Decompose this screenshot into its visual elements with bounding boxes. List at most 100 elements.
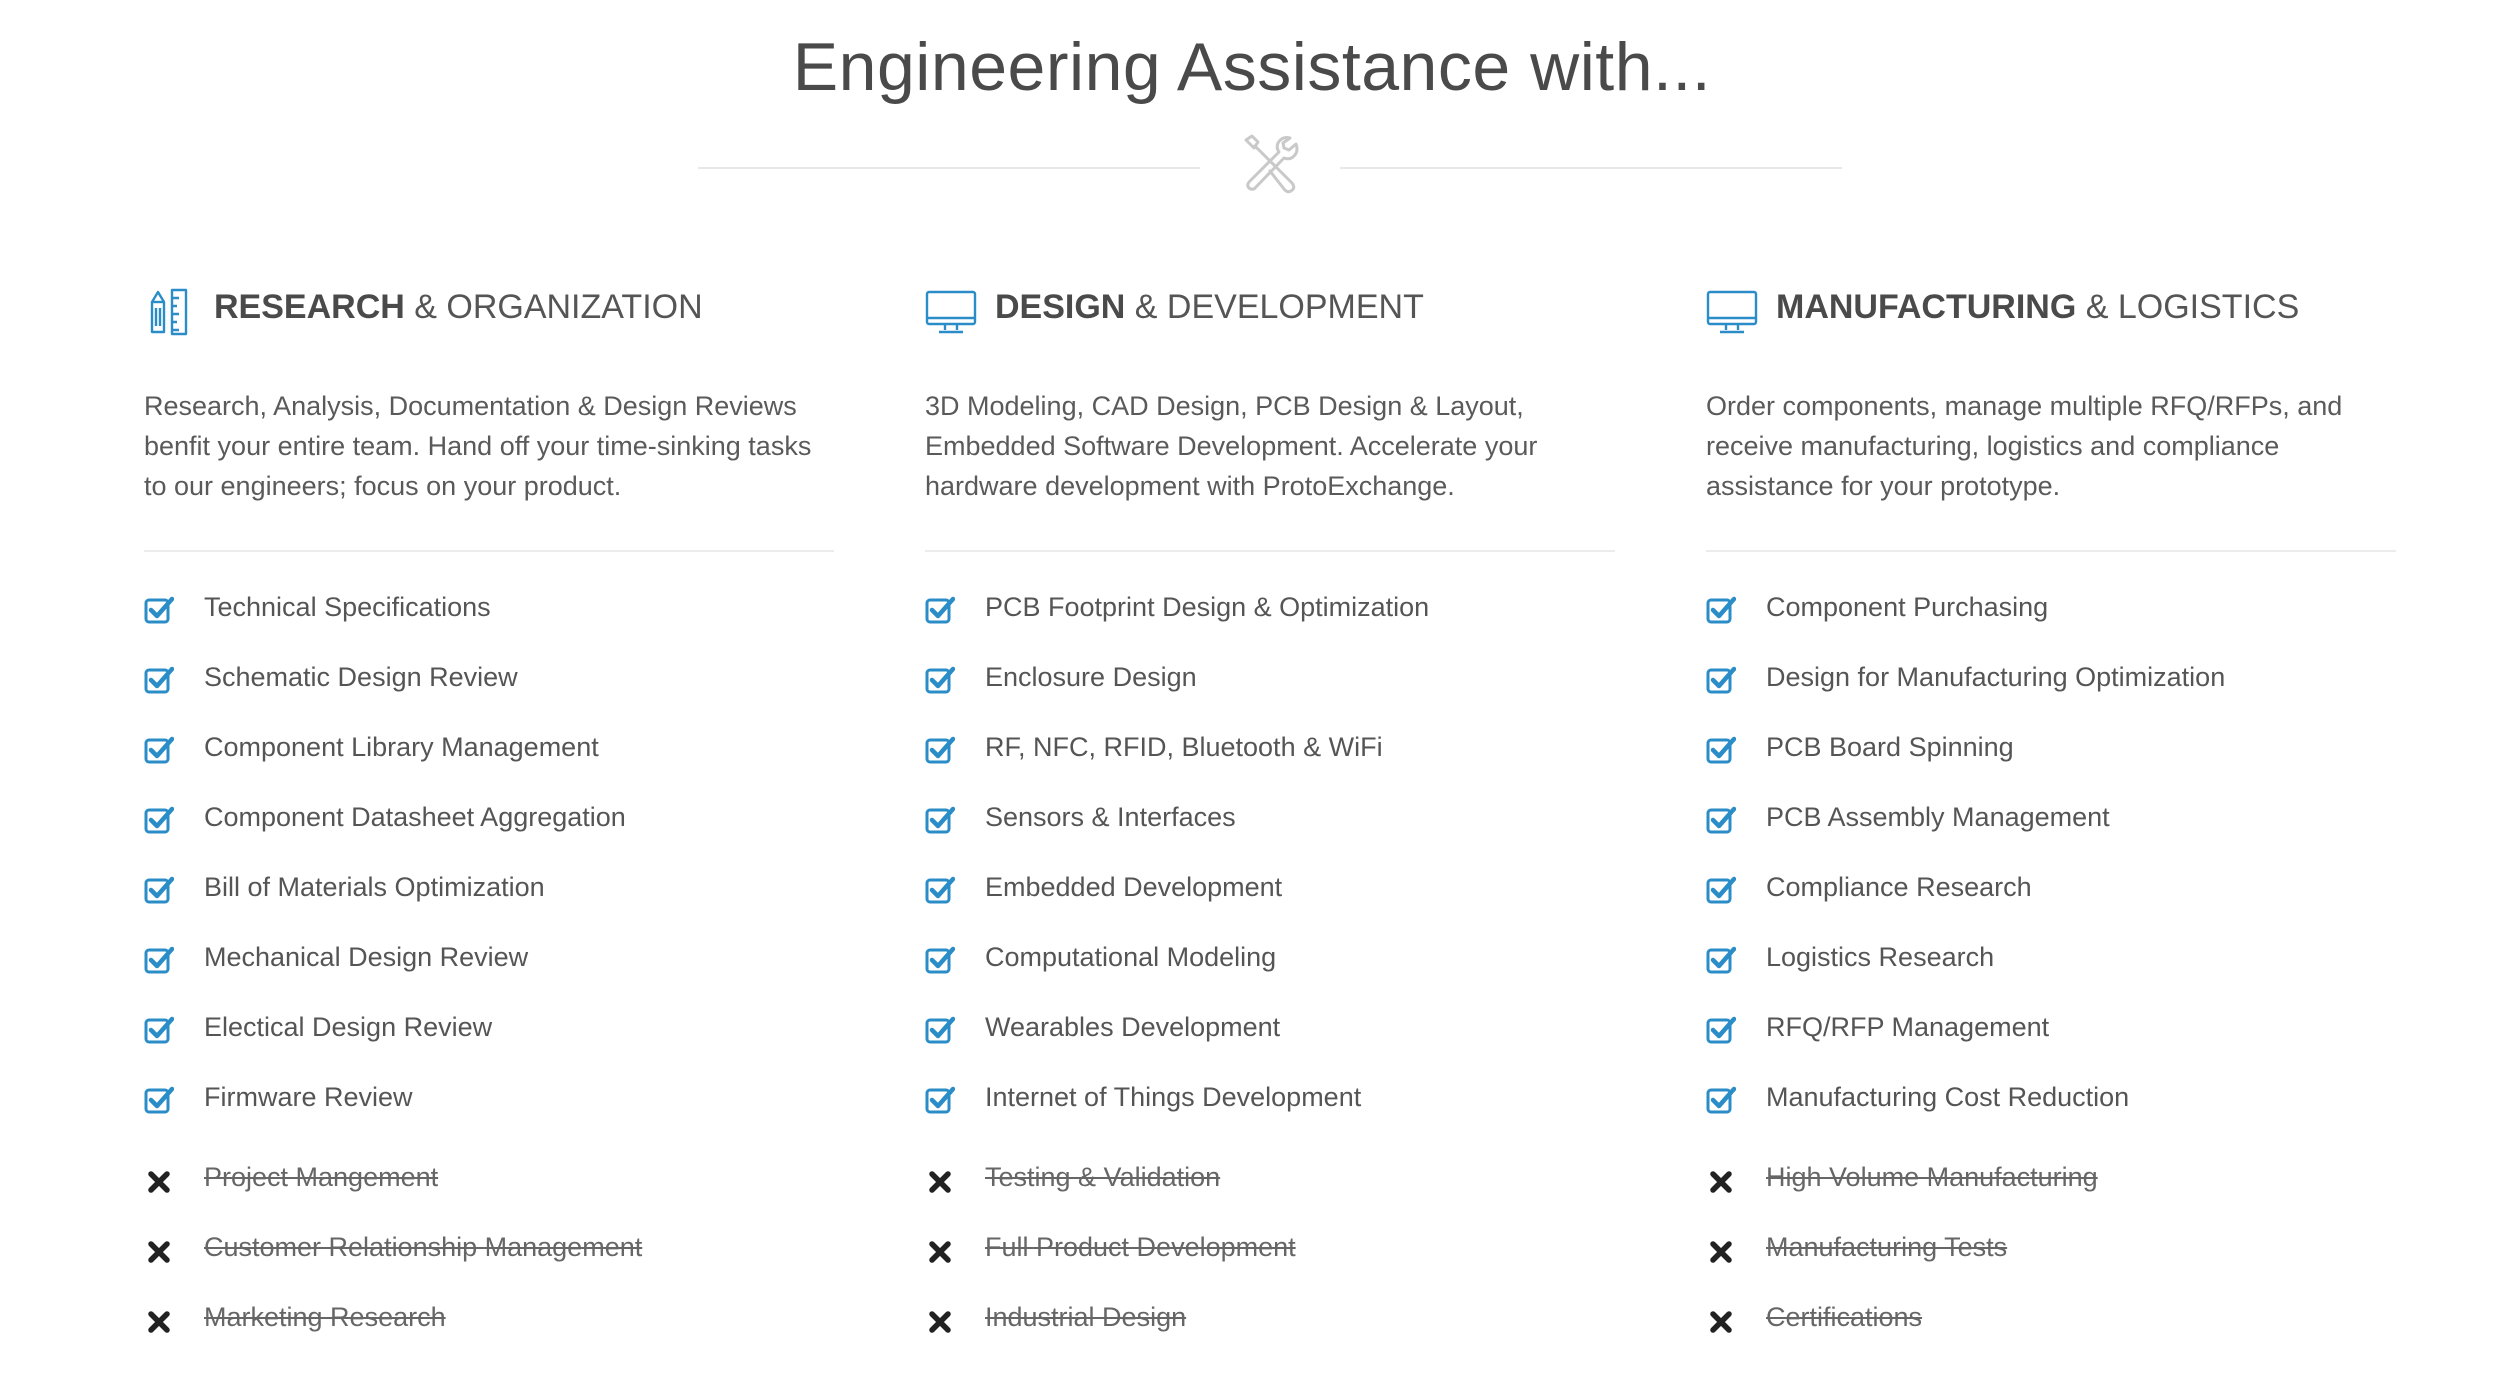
item-label: Technical Specifications xyxy=(204,592,491,622)
checkbox-checked-icon xyxy=(144,806,174,834)
item-label: PCB Assembly Management xyxy=(1766,802,2110,832)
checkbox-checked-icon xyxy=(925,876,955,904)
checkbox-checked-icon xyxy=(1706,876,1736,904)
included-item: PCB Board Spinning xyxy=(1706,724,2396,794)
column-design: DESIGN & DEVELOPMENT 3D Modeling, CAD De… xyxy=(925,282,1615,1364)
item-label: PCB Board Spinning xyxy=(1766,732,2014,762)
divider-line-right xyxy=(1340,167,1842,169)
item-label: Mechanical Design Review xyxy=(204,942,529,972)
excluded-item: Full Product Development xyxy=(925,1224,1615,1294)
item-label: Wearables Development xyxy=(985,1012,1281,1042)
item-label: PCB Footprint Design & Optimization xyxy=(985,592,1430,622)
column-header: MANUFACTURING & LOGISTICS xyxy=(1706,282,2396,342)
column-heading: DESIGN & DEVELOPMENT xyxy=(995,288,1424,326)
item-label: Component Library Management xyxy=(204,732,599,762)
included-item: Wearables Development xyxy=(925,1004,1615,1074)
checkbox-checked-icon xyxy=(1706,1016,1736,1044)
included-item: Mechanical Design Review xyxy=(144,934,834,1004)
item-label: Testing & Validation xyxy=(985,1162,1221,1192)
ruler-pencil-icon xyxy=(150,288,188,336)
item-label: RFQ/RFP Management xyxy=(1766,1012,2050,1042)
item-label: Internet of Things Development xyxy=(985,1082,1362,1112)
excluded-item: High Volume Manufacturing xyxy=(1706,1154,2396,1224)
included-item: Technical Specifications xyxy=(144,584,834,654)
included-item: Internet of Things Development xyxy=(925,1074,1615,1144)
checkbox-checked-icon xyxy=(1706,736,1736,764)
included-item: Component Purchasing xyxy=(1706,584,2396,654)
checkbox-checked-icon xyxy=(925,736,955,764)
included-item: Design for Manufacturing Optimization xyxy=(1706,654,2396,724)
included-item: Enclosure Design xyxy=(925,654,1615,724)
checkbox-checked-icon xyxy=(144,876,174,904)
item-label: Compliance Research xyxy=(1766,872,2032,902)
x-mark-icon xyxy=(929,1311,951,1333)
included-item: Electical Design Review xyxy=(144,1004,834,1074)
x-mark-icon xyxy=(1710,1311,1732,1333)
x-mark-icon xyxy=(148,1171,170,1193)
item-label: Computational Modeling xyxy=(985,942,1277,972)
excluded-item: Project Mangement xyxy=(144,1154,834,1224)
included-item: PCB Footprint Design & Optimization xyxy=(925,584,1615,654)
checkbox-checked-icon xyxy=(144,596,174,624)
item-label: Project Mangement xyxy=(204,1162,439,1192)
item-label: RF, NFC, RFID, Bluetooth & WiFi xyxy=(985,732,1383,762)
excluded-item: Customer Relationship Management xyxy=(144,1224,834,1294)
column-research: RESEARCH & ORGANIZATION Research, Analys… xyxy=(144,282,834,1364)
x-mark-icon xyxy=(148,1241,170,1263)
included-item: Component Datasheet Aggregation xyxy=(144,794,834,864)
x-mark-icon xyxy=(1710,1171,1732,1193)
item-label: Electical Design Review xyxy=(204,1012,493,1042)
checkbox-checked-icon xyxy=(1706,806,1736,834)
checkbox-checked-icon xyxy=(144,1016,174,1044)
checkbox-checked-icon xyxy=(1706,596,1736,624)
column-description: Research, Analysis, Documentation & Desi… xyxy=(144,391,812,501)
monitor-icon xyxy=(925,290,977,334)
checkbox-checked-icon xyxy=(1706,946,1736,974)
page-title: Engineering Assistance with... xyxy=(792,29,1712,105)
monitor-icon xyxy=(1706,290,1758,334)
item-label: Logistics Research xyxy=(1766,942,1995,972)
included-item: Bill of Materials Optimization xyxy=(144,864,834,934)
item-label: Certifications xyxy=(1766,1302,1923,1332)
checkbox-checked-icon xyxy=(1706,1086,1736,1114)
excluded-item: Testing & Validation xyxy=(925,1154,1615,1224)
checkbox-checked-icon xyxy=(144,946,174,974)
excluded-item: Marketing Research xyxy=(144,1294,834,1364)
included-item: Schematic Design Review xyxy=(144,654,834,724)
item-label: Bill of Materials Optimization xyxy=(204,872,545,902)
included-item: Component Library Management xyxy=(144,724,834,794)
column-description: 3D Modeling, CAD Design, PCB Design & La… xyxy=(925,391,1538,501)
checkbox-checked-icon xyxy=(144,736,174,764)
included-item: Manufacturing Cost Reduction xyxy=(1706,1074,2396,1144)
item-label: Full Product Development xyxy=(985,1232,1296,1262)
included-item: Firmware Review xyxy=(144,1074,834,1144)
checkbox-checked-icon xyxy=(925,596,955,624)
column-header: RESEARCH & ORGANIZATION xyxy=(144,282,834,342)
item-label: Schematic Design Review xyxy=(204,662,518,692)
included-item: Computational Modeling xyxy=(925,934,1615,1004)
item-label: Industrial Design xyxy=(985,1302,1187,1332)
column-heading: MANUFACTURING & LOGISTICS xyxy=(1776,288,2300,326)
column-header: DESIGN & DEVELOPMENT xyxy=(925,282,1615,342)
checkbox-checked-icon xyxy=(144,1086,174,1114)
tools-icon xyxy=(1244,134,1299,194)
checkbox-checked-icon xyxy=(925,946,955,974)
x-mark-icon xyxy=(1710,1241,1732,1263)
excluded-item: Certifications xyxy=(1706,1294,2396,1364)
column-divider xyxy=(1706,550,2396,552)
item-label: High Volume Manufacturing xyxy=(1766,1162,2098,1192)
column-divider xyxy=(144,550,834,552)
checkbox-checked-icon xyxy=(925,1016,955,1044)
item-label: Sensors & Interfaces xyxy=(985,802,1236,832)
item-label: Manufacturing Cost Reduction xyxy=(1766,1082,2130,1112)
item-label: Marketing Research xyxy=(204,1302,446,1332)
included-item: Sensors & Interfaces xyxy=(925,794,1615,864)
excluded-item: Industrial Design xyxy=(925,1294,1615,1364)
item-label: Design for Manufacturing Optimization xyxy=(1766,662,2226,692)
column-manufacturing: MANUFACTURING & LOGISTICS Order componen… xyxy=(1706,282,2396,1364)
